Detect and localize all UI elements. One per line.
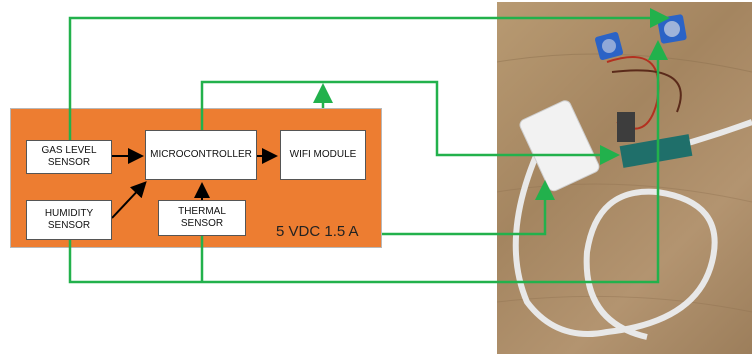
wifi-module-label: WIFI MODULE: [290, 149, 357, 161]
wire-mcu-to-board: [202, 82, 615, 155]
humidity-sensor-block: HUMIDITY SENSOR: [26, 200, 112, 240]
wire-power: [382, 185, 545, 234]
microcontroller-block: MICROCONTROLLER: [145, 130, 257, 180]
thermal-sensor-label: THERMAL SENSOR: [178, 206, 226, 230]
wire-gas-to-sensor: [70, 18, 665, 140]
wifi-module-block: WIFI MODULE: [280, 130, 366, 180]
gas-level-sensor-label: GAS LEVEL SENSOR: [41, 145, 96, 169]
thermal-sensor-block: THERMAL SENSOR: [158, 200, 246, 236]
microcontroller-label: MICROCONTROLLER: [150, 149, 252, 161]
humidity-sensor-label: HUMIDITY SENSOR: [45, 208, 93, 232]
power-supply-label: 5 VDC 1.5 A: [276, 223, 359, 240]
gas-level-sensor-block: GAS LEVEL SENSOR: [26, 140, 112, 174]
arrow-humidity-to-mcu: [112, 184, 144, 218]
